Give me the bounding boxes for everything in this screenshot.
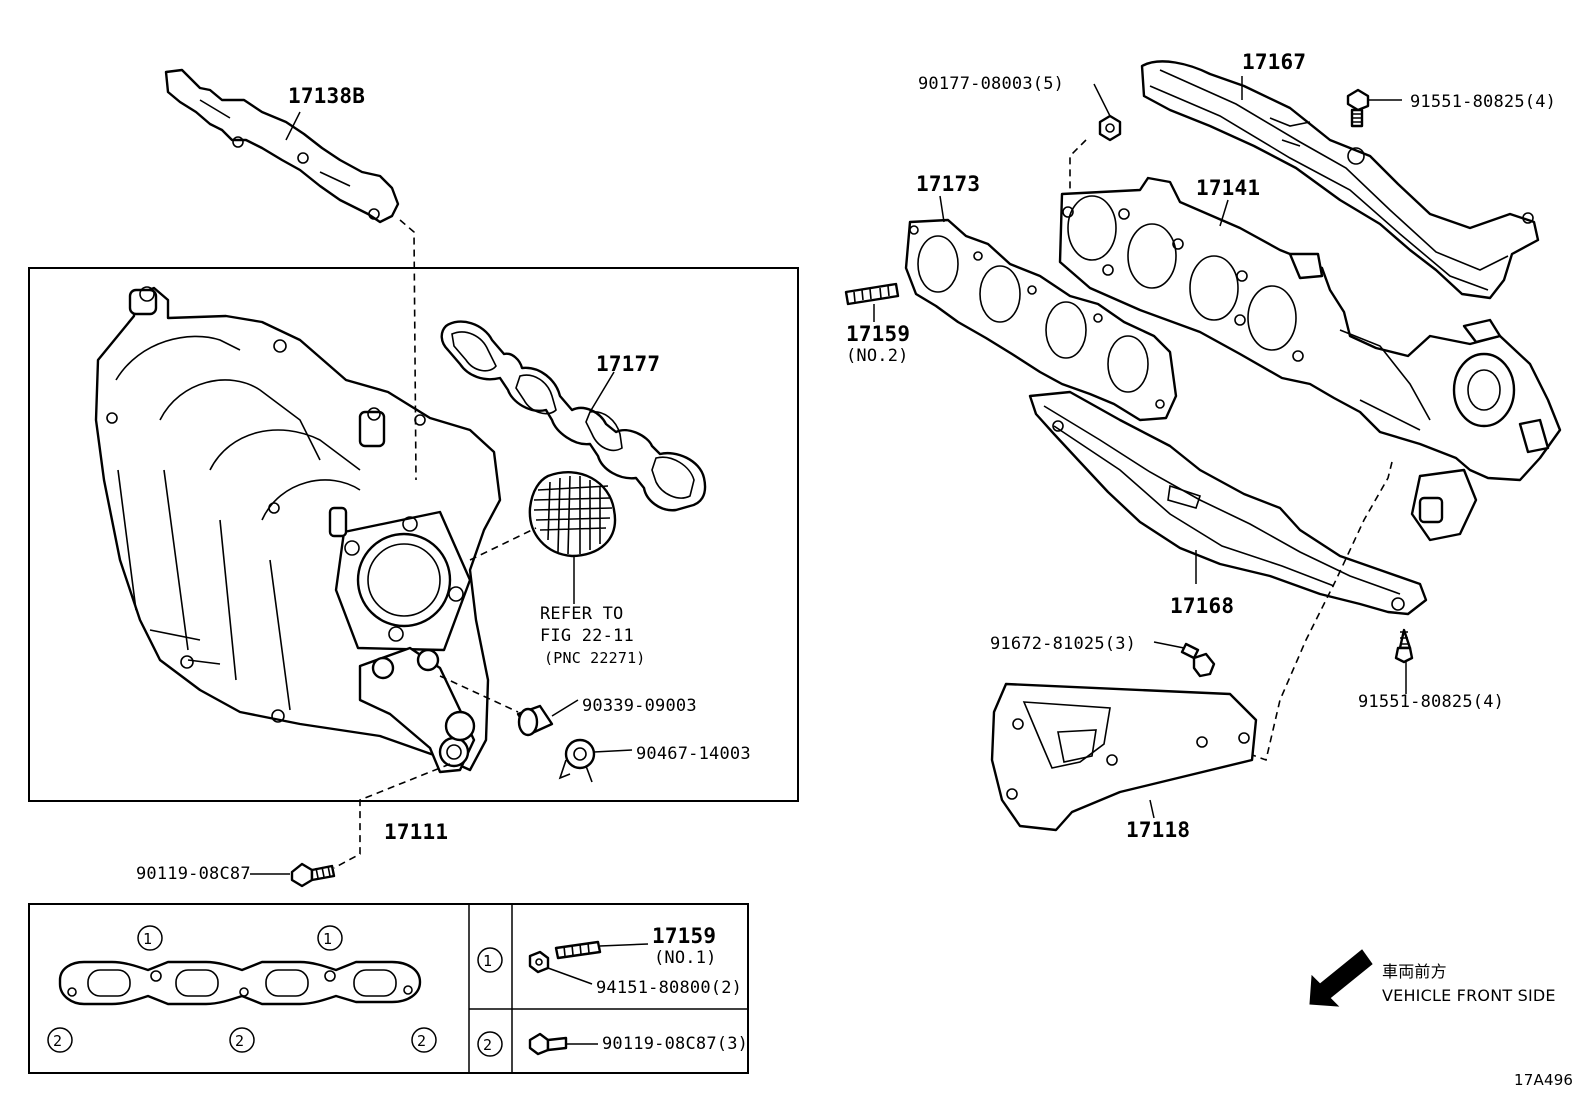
label-17177: 17177 (596, 352, 661, 376)
stay-17118-drawing (990, 682, 1258, 832)
legend-marker-1-b: 1 (323, 930, 333, 948)
intake-manifold-drawing (94, 286, 502, 774)
label-90339-09003: 90339-09003 (582, 696, 697, 716)
label-90467-14003: 90467-14003 (636, 744, 751, 764)
figure-id: 17A496 (1514, 1071, 1574, 1089)
nut-90177-drawing (1093, 83, 1122, 142)
vehicle-front-label-jp: 車両前方 (1382, 962, 1447, 981)
legend-marker-2-c: 2 (417, 1032, 427, 1050)
label-90119-08c87-3: 90119-08C87(3) (602, 1034, 749, 1054)
bolt-90119-drawing (250, 862, 336, 888)
label-refer-line3: (PNC 22271) (544, 649, 646, 667)
bolt-91551-lower-drawing (1394, 628, 1414, 694)
label-17173: 17173 (916, 172, 981, 196)
legend-marker-1-a: 1 (143, 930, 153, 948)
heat-insulator-17168-drawing (1028, 390, 1428, 616)
label-17159-no2-suffix: (NO.2) (846, 346, 909, 366)
label-17141: 17141 (1196, 176, 1261, 200)
label-refer-line1: REFER TO (540, 604, 624, 624)
label-91551-80825-lower: 91551-80825(4) (1358, 692, 1505, 712)
plug-drawing (516, 699, 579, 737)
bolt-91551-upper-drawing (1346, 88, 1402, 128)
bolt-91672-drawing (1153, 641, 1216, 678)
legend-marker-2-b: 2 (235, 1032, 245, 1050)
label-91672-81025: 91672-81025(3) (990, 634, 1137, 654)
label-90119-08c87: 90119-08C87 (136, 864, 251, 884)
label-17167: 17167 (1242, 50, 1307, 74)
label-17159-no1: 17159 (652, 924, 717, 948)
legend-marker-2-a: 2 (53, 1032, 63, 1050)
stud-17159-no2-drawing (844, 282, 900, 322)
label-17118: 17118 (1126, 818, 1191, 842)
heat-insulator-17167-drawing (1140, 60, 1540, 300)
label-91551-80825-upper: 91551-80825(4) (1410, 92, 1557, 112)
legend-key-2: 2 (483, 1036, 493, 1054)
label-17159-no1-suffix: (NO.1) (654, 948, 717, 968)
label-17159-no2: 17159 (846, 322, 911, 346)
gasket-17173-drawing (904, 195, 1178, 422)
vehicle-front-label-en: VEHICLE FRONT SIDE (1382, 986, 1556, 1005)
gasket-17138b-drawing (164, 68, 400, 224)
label-refer-line2: FIG 22-11 (540, 626, 634, 646)
vehicle-front-arrow-icon (1309, 949, 1373, 1007)
label-17111: 17111 (384, 820, 449, 844)
label-94151-80800: 94151-80800(2) (596, 978, 743, 998)
legend-key-1: 1 (483, 952, 493, 970)
legend-table (28, 903, 749, 1074)
gasket-17177-drawing (440, 320, 707, 512)
label-90177-08003: 90177-08003(5) (918, 74, 1065, 94)
label-17138b: 17138B (288, 84, 366, 108)
exhaust-manifold-drawing (1058, 176, 1562, 542)
label-17168: 17168 (1170, 594, 1235, 618)
screen-drawing (528, 471, 617, 604)
clamp-drawing (558, 738, 633, 783)
